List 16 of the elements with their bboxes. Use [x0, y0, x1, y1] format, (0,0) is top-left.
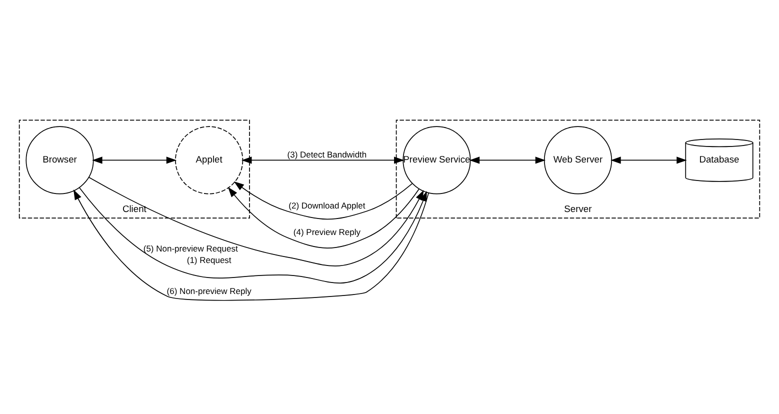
edge-label: (4) Preview Reply [293, 227, 360, 238]
arrow [242, 156, 404, 164]
edge-label: (3) Detect Bandwidth [287, 150, 367, 160]
node-circle: Web Server [544, 126, 612, 194]
edge-label: (2) Download Applet [288, 200, 366, 211]
edge-label: (6) Non-preview Reply [166, 286, 252, 296]
arrow [610, 156, 687, 164]
node-circle: Preview Service [402, 126, 471, 194]
node-circle: Browser [26, 126, 94, 194]
arrow [79, 187, 427, 284]
edge-label: (1) Request [186, 255, 232, 266]
arrow [92, 156, 177, 164]
edge-label: (5) Non-preview Request [143, 243, 238, 254]
arrow [228, 187, 420, 248]
arrow [234, 181, 412, 220]
arrow [469, 156, 546, 164]
